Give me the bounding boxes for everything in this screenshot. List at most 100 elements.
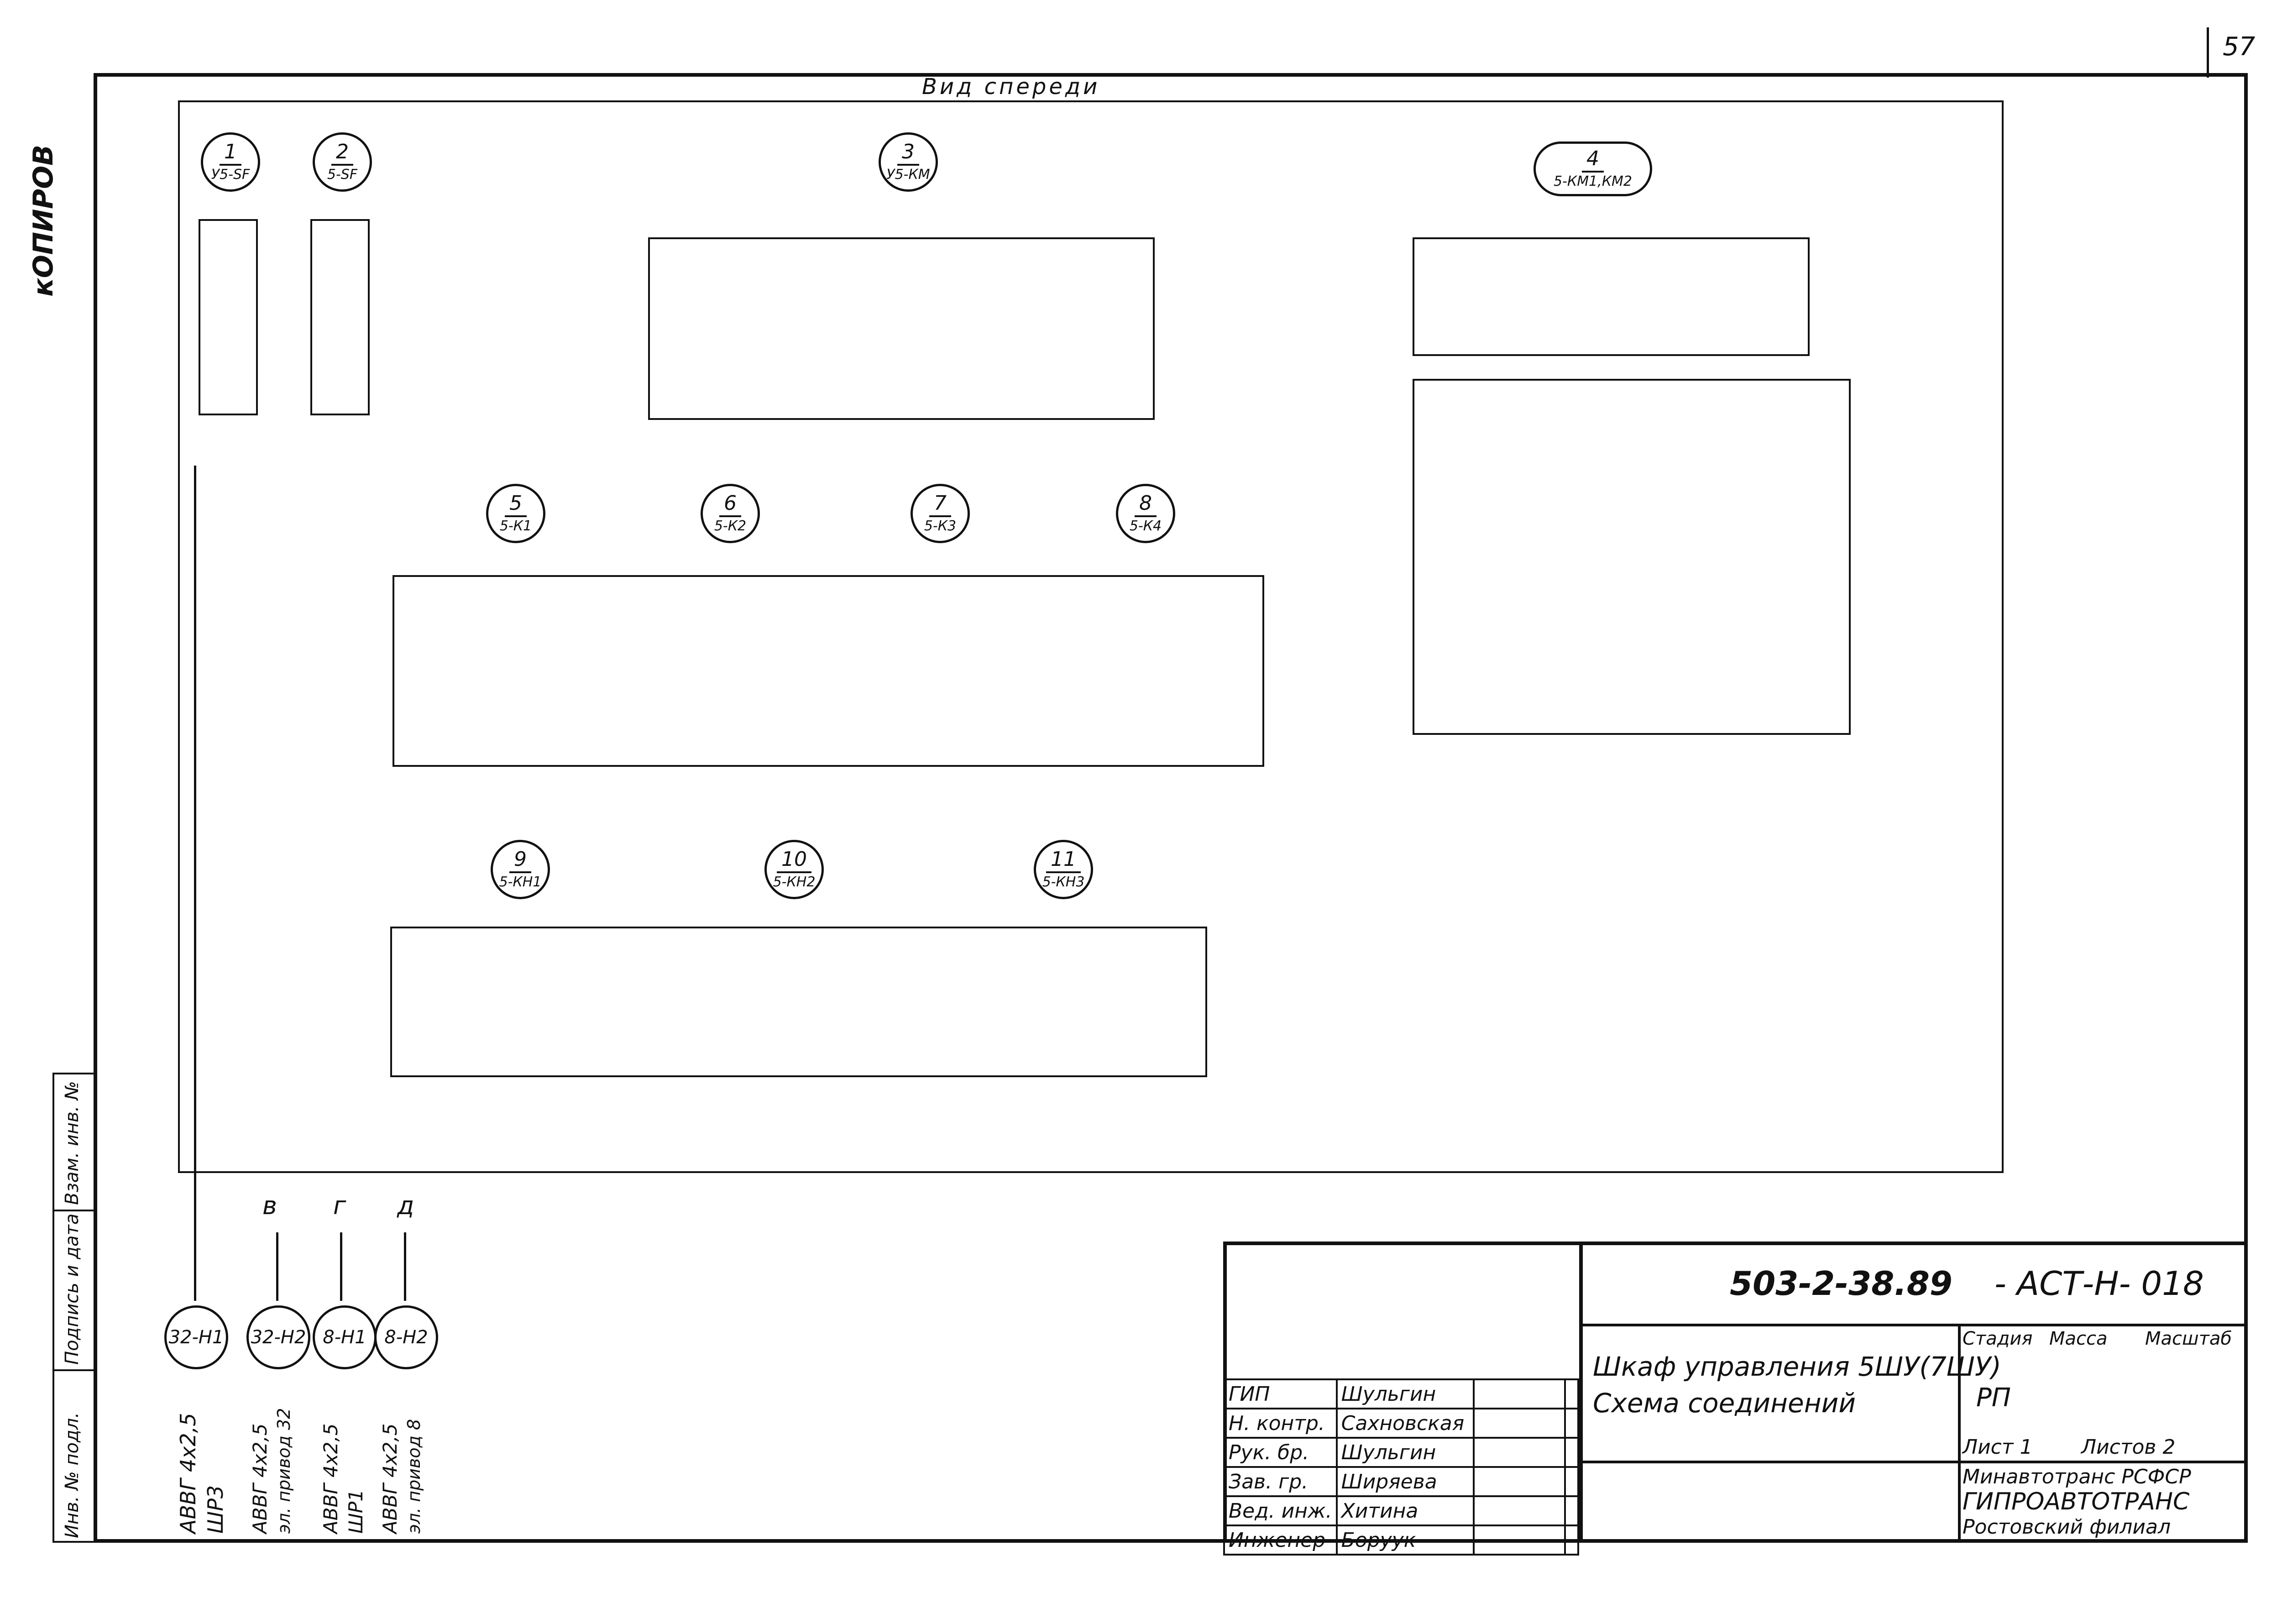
- scale-header: Масштаб: [2145, 1328, 2232, 1349]
- signature-cell: [1472, 1466, 1566, 1497]
- stamp-divider: [52, 1369, 96, 1371]
- cable-8-h2: 8-Н2: [374, 1305, 438, 1369]
- device-code: 5-SF: [327, 167, 358, 183]
- document-suffix: - АСТ-Н- 018: [1994, 1264, 2204, 1303]
- cable-drop-line-1: [194, 466, 196, 1301]
- signature-row: Рук. бр.Шульгин: [1223, 1437, 1580, 1468]
- device-code: 5-К3: [924, 518, 957, 534]
- role-name: Шульгин: [1335, 1437, 1475, 1468]
- cable-drop-line-2: [276, 1232, 278, 1301]
- device-code: 5-К2: [714, 518, 747, 534]
- title-block-divider: [1579, 1242, 1583, 1543]
- device-bubble-9: 9 5-КН1: [491, 840, 550, 899]
- device-bubble-2: 2 5-SF: [313, 132, 372, 192]
- device-code: У5-КМ: [886, 167, 930, 183]
- signature-cell: [1472, 1524, 1566, 1556]
- role-name: Сахновская: [1335, 1408, 1475, 1439]
- device-bubble-11: 11 5-КН3: [1034, 840, 1093, 899]
- device-code: 5-КН2: [773, 874, 816, 890]
- stage-value: РП: [1976, 1383, 2011, 1413]
- stamp-divider: [52, 1210, 96, 1211]
- device-code: 5-К4: [1129, 518, 1162, 534]
- cable-dest-32-h1: ШР3: [203, 1485, 228, 1534]
- organization-line-2: ГИПРОАВТОТРАНС: [1963, 1488, 2190, 1515]
- device-number: 3: [897, 140, 919, 166]
- signature-row: Вед. инж.Хитина: [1223, 1495, 1580, 1526]
- device-bubble-1: 1 У5-SF: [201, 132, 260, 192]
- signature-row: Н. контр.Сахновская: [1223, 1408, 1580, 1439]
- device-bubble-7: 7 5-К3: [911, 484, 970, 543]
- date-cell: [1564, 1524, 1580, 1556]
- device-code: У5-SF: [211, 167, 250, 183]
- stamp-signature-date: Подпись и дата: [62, 1213, 83, 1365]
- role-name: Боруук: [1335, 1524, 1475, 1556]
- cable-letter-v: в: [262, 1191, 277, 1220]
- device-bubble-8: 8 5-К4: [1116, 484, 1175, 543]
- relay-housing: [393, 575, 1264, 767]
- drawing-title-line-1: Шкаф управления 5ШУ(7ШУ): [1593, 1351, 2001, 1382]
- device-code: 5-К1: [499, 518, 532, 534]
- device-housing-1: [199, 219, 258, 415]
- page-number-divider: [2207, 27, 2209, 78]
- title-block-divider: [1579, 1461, 2248, 1463]
- sheet-count: Листов 2: [2081, 1435, 2176, 1459]
- cable-dest-8-h1: ШР1: [345, 1489, 367, 1534]
- view-title: Вид спереди: [922, 74, 1100, 100]
- role-label: Рук. бр.: [1223, 1437, 1338, 1468]
- device-number: 4: [1582, 147, 1604, 173]
- date-cell: [1564, 1378, 1580, 1409]
- device-housing-2: [310, 219, 370, 415]
- sheet-number: Лист 1: [1963, 1435, 2033, 1459]
- role-name: Хитина: [1335, 1495, 1475, 1526]
- stamp-inventory-number: Инв. № подл.: [62, 1412, 83, 1538]
- signature-cell: [1472, 1437, 1566, 1468]
- role-label: Зав. гр.: [1223, 1466, 1338, 1497]
- device-bubble-3: 3 У5-КМ: [879, 132, 938, 192]
- stamp-replacement-inventory: Взам. инв. №: [62, 1081, 83, 1205]
- role-name: Шульгин: [1335, 1378, 1475, 1409]
- stage-block-divider: [1958, 1324, 1961, 1543]
- mass-header: Масса: [2049, 1328, 2108, 1349]
- cable-dest-32-h2: эл. привод 32: [274, 1408, 294, 1534]
- device-bubble-5: 5 5-К1: [486, 484, 545, 543]
- role-label: ГИП: [1223, 1378, 1338, 1409]
- terminal-housing: [390, 927, 1207, 1077]
- stamp-column: [52, 1073, 96, 1543]
- cable-type-8-h1: АВВГ 4х2,5: [319, 1423, 342, 1534]
- device-code: 5-КН3: [1042, 874, 1085, 890]
- title-block-divider: [1579, 1324, 2248, 1326]
- device-number: 11: [1046, 848, 1081, 873]
- cable-type-32-h2: АВВГ 4х2,5: [249, 1423, 271, 1534]
- cable-32-h2: 32-Н2: [246, 1305, 310, 1369]
- device-bubble-6: 6 5-К2: [701, 484, 760, 543]
- device-housing-4: [1413, 237, 1810, 356]
- organization-line-1: Минавтотранс РСФСР: [1963, 1465, 2191, 1488]
- date-cell: [1564, 1495, 1580, 1526]
- signature-cell: [1472, 1408, 1566, 1439]
- device-housing-4-wiring: [1413, 379, 1851, 735]
- date-cell: [1564, 1408, 1580, 1439]
- cable-drop-line-4: [404, 1232, 406, 1301]
- role-label: Н. контр.: [1223, 1408, 1338, 1439]
- date-cell: [1564, 1437, 1580, 1468]
- signature-row: Зав. гр.Ширяева: [1223, 1466, 1580, 1497]
- device-housing-3: [648, 237, 1155, 420]
- left-edge-text: кОПИРОВ: [27, 145, 59, 297]
- device-number: 9: [509, 848, 531, 873]
- cable-type-32-h1: АВВГ 4х2,5: [176, 1413, 200, 1534]
- drawing-frame: [94, 73, 2248, 1543]
- cable-8-h1: 8-Н1: [313, 1305, 377, 1369]
- page-number: 57: [2223, 32, 2256, 62]
- device-number: 6: [719, 492, 741, 517]
- cable-drop-line-3: [340, 1232, 342, 1301]
- date-cell: [1564, 1466, 1580, 1497]
- device-number: 2: [331, 140, 353, 166]
- cable-type-8-h2: АВВГ 4х2,5: [379, 1423, 401, 1534]
- stage-header: Стадия: [1963, 1328, 2033, 1349]
- device-bubble-4: 4 5-КМ1,КМ2: [1534, 141, 1652, 196]
- device-code: 5-КМ1,КМ2: [1554, 173, 1632, 189]
- device-number: 5: [505, 492, 527, 517]
